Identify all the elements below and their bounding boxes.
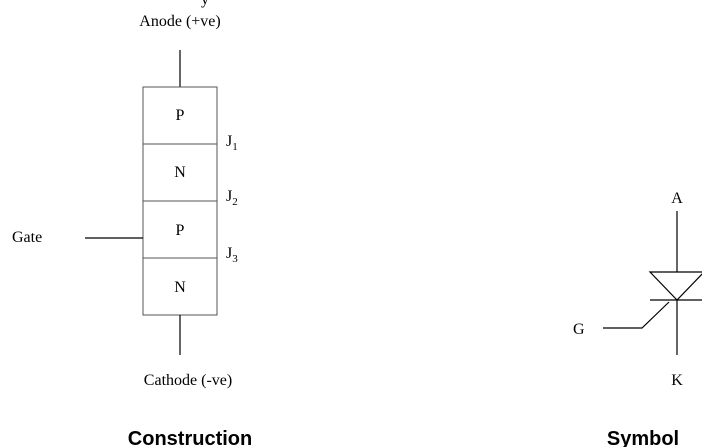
symbol-anode-label: A (671, 190, 683, 207)
symbol-gate-label: G (573, 321, 585, 338)
symbol-caption: Symbol (607, 428, 679, 447)
junction-label-2: J2 (226, 188, 238, 208)
top-label-fragment: y (201, 0, 209, 8)
layer-box-2 (142, 143, 218, 202)
junction-letter-2: J (226, 188, 232, 205)
layer-label-2: N (174, 164, 186, 181)
layer-label-1: P (176, 107, 185, 124)
construction-view: y Anode (+ve) P N P N J1 J2 J3 Gate Cath… (12, 0, 252, 447)
junction-sub-3: 3 (232, 253, 238, 265)
gate-label: Gate (12, 229, 42, 246)
thyristor-triangle (648, 271, 702, 301)
symbol-gate-lead (603, 301, 670, 329)
anode-label: Anode (+ve) (139, 13, 220, 30)
junction-label-3: J3 (226, 245, 238, 265)
layer-label-4: N (174, 279, 186, 296)
junction-sub-1: 1 (232, 141, 238, 153)
junction-label-1: J1 (226, 133, 238, 153)
cathode-label: Cathode (-ve) (144, 372, 232, 389)
layer-label-3: P (176, 222, 185, 239)
junction-letter-3: J (226, 245, 232, 262)
junction-letter-1: J (226, 133, 232, 150)
symbol-cathode-label: K (671, 372, 683, 389)
symbol-view: A G K Symbol (573, 190, 702, 447)
junction-sub-2: 2 (232, 196, 238, 208)
construction-caption: Construction (128, 428, 252, 447)
layer-box-4 (142, 257, 218, 316)
